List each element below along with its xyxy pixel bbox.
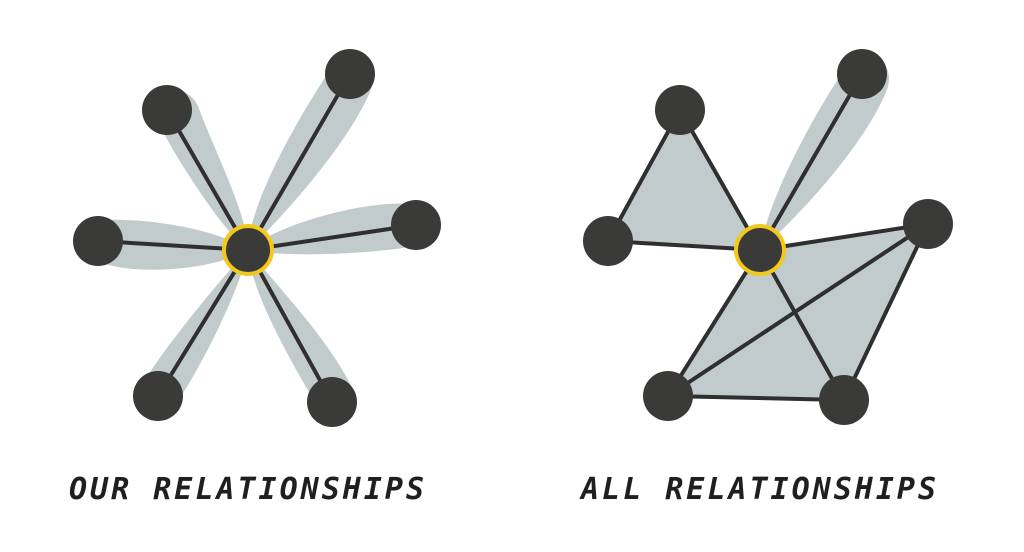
left-nodes [73,49,441,427]
node-e [643,371,693,421]
node-f [819,375,869,425]
petal-bottom-right [248,250,354,416]
edge-you-b [758,72,864,252]
node-b [325,49,375,99]
edge-you-b [246,72,352,252]
center-node-you [734,224,786,276]
node-d [903,199,953,249]
triangle-upper-left [608,110,760,250]
node-c [583,216,633,266]
right-graph [583,49,953,425]
petal-top [760,55,890,250]
edge-you-f [758,248,846,402]
node-b [837,49,887,99]
caption-our-relationships: OUR RELATIONSHIPS [69,472,427,507]
center-node-you [222,224,274,276]
edge-d-f [842,222,930,402]
node-a [655,85,705,135]
edge-you-d [246,223,418,252]
node-c [73,216,123,266]
edge-you-a [678,108,762,252]
left-graph [73,49,441,427]
edge-you-e [666,248,762,398]
node-e [133,371,183,421]
node-a [142,85,192,135]
petal-top-right [248,60,373,251]
edge-you-a [165,108,250,252]
edge-d-e [666,222,930,398]
right-edges [606,72,930,402]
edge-you-e [156,248,250,398]
right-nodes [583,49,953,425]
node-d [391,200,441,250]
edge-you-f [246,248,334,404]
node-f [307,377,357,427]
edge-you-d [758,222,930,252]
caption-all-relationships: ALL RELATIONSHIPS [579,472,939,507]
edge-e-f [666,394,846,402]
